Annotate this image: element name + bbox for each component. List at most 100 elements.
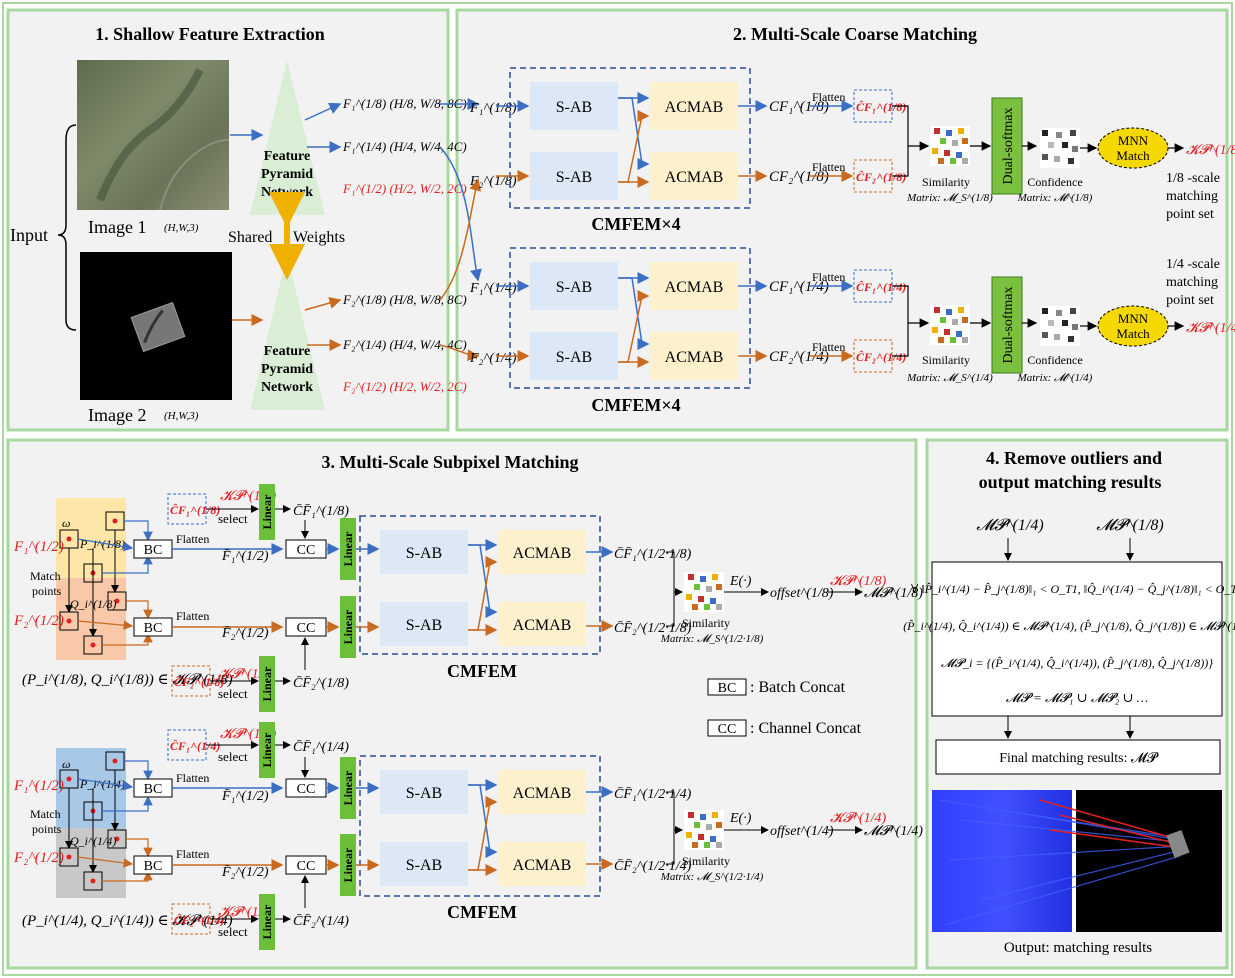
shared-label: Shared xyxy=(228,229,272,246)
image-1-dims: (H,W,3) xyxy=(164,222,199,234)
cf2-eighth: CF₂^(1/8) xyxy=(769,169,829,185)
sub-cmfem-label-2: CMFEM xyxy=(447,902,517,922)
p4-final-results: Final matching results: 𝓜𝓟 xyxy=(999,751,1158,766)
sub-kp-eighth-out: 𝓚𝓟^(1/8) xyxy=(830,574,887,589)
cc-2: CC xyxy=(297,621,316,636)
p4-output-caption: Output: matching results xyxy=(1004,940,1152,956)
coarse-input-f2-eighth: F₂^(1/8) xyxy=(469,174,517,189)
linear-3: Linear xyxy=(341,531,355,566)
coarse-input-f2-quarter: F₂^(1/4) xyxy=(469,351,517,366)
panel-4-title-line2: output matching results xyxy=(979,472,1162,492)
sub-flatten-3: Flatten xyxy=(176,771,209,785)
scale-quarter-line3: point set xyxy=(1166,293,1214,308)
sub-similarity-icon-2 xyxy=(684,810,724,850)
linear-6: Linear xyxy=(260,904,274,939)
sub-ccf2-eighth: ĈF₂^(1/8) xyxy=(174,675,224,689)
sub-out1-eighth: C̄F̄₁^(1/2·1/8) xyxy=(614,547,692,562)
input-brace xyxy=(57,124,77,331)
bc-1: BC xyxy=(144,543,163,558)
confidence-matrix-label-2: Matrix: 𝓜^(1/4) xyxy=(1017,372,1093,384)
p4-equation-2: (P̂_i^(1/4), Q̂_i^(1/4)) ∈ 𝓜𝓟^(1/4), (P̂… xyxy=(903,619,1235,633)
bc-2: BC xyxy=(144,621,163,636)
similarity-matrix-icon-2 xyxy=(930,305,970,345)
fbar1-label-1: F̄₁^(1/2) xyxy=(221,549,269,564)
sub-out2-quarter: C̄F̄₂^(1/2·1/4) xyxy=(614,859,692,874)
legend-cc-text: : Channel Concat xyxy=(750,720,862,737)
acmab-2: ACMAB xyxy=(665,169,724,186)
select-4: select xyxy=(218,924,248,939)
sub-similarity-label-2: Similarity xyxy=(682,854,730,868)
linear-1: Linear xyxy=(260,494,274,529)
fpn-bottom-line1: Feature xyxy=(264,344,310,359)
similarity-matrix-label-2: Matrix: 𝓜_S^(1/4) xyxy=(906,372,993,384)
scale-eighth-line2: matching xyxy=(1166,189,1218,204)
legend-bc-box: BC xyxy=(718,681,737,696)
bc-3: BC xyxy=(144,782,163,797)
f1-half-label: F₁^(1/2) (H/2, W/2, 2C) xyxy=(342,181,467,196)
confidence-matrix-icon-2 xyxy=(1040,306,1080,346)
ccf2-quarter: ĈF₂^(1/4) xyxy=(856,350,906,364)
scale-eighth-line3: point set xyxy=(1166,207,1214,222)
mp-eighth-out: 𝓜𝓟^(1/8) xyxy=(864,586,923,601)
subpixel-branch-eighth xyxy=(56,498,127,660)
panel-4-title-line1: 4. Remove outliers and xyxy=(986,448,1162,468)
p-i-quarter-label: P_i^(1/4) xyxy=(79,777,125,791)
ccf2-eighth: ĈF₂^(1/8) xyxy=(856,170,906,184)
p4-mp-eighth: 𝓜𝓟^(1/8) xyxy=(1096,517,1163,534)
pair-quarter-label: (P_i^(1/4), Q_i^(1/4)) ∈ 𝓚𝓟^(1/4) xyxy=(22,913,233,929)
image-1-label: Image 1 xyxy=(88,217,146,237)
sub-out1-quarter: C̄F̄₁^(1/2·1/4) xyxy=(614,787,692,802)
sub-flatten-1: Flatten xyxy=(176,532,209,546)
mp-quarter-out: 𝓜𝓟^(1/4) xyxy=(864,824,923,839)
sub-f1-half-1: F₁^(1/2) xyxy=(13,539,64,555)
mnn-2-line1: MNN xyxy=(1118,311,1149,326)
dual-softmax-1: Dual-softmax xyxy=(1001,108,1016,185)
panel-3-title: 3. Multi-Scale Subpixel Matching xyxy=(321,452,578,472)
sub-cmfem-quarter: S-AB S-AB ACMAB ACMAB xyxy=(356,755,601,897)
fpn-top xyxy=(250,60,325,215)
dual-softmax-2: Dual-softmax xyxy=(1001,287,1016,364)
sub-f2-half-1: F₂^(1/2) xyxy=(13,613,64,629)
fpn-top-line1: Feature xyxy=(264,149,310,164)
fpn-top-line3: Network xyxy=(261,185,313,200)
similarity-matrix-icon-1 xyxy=(930,126,970,166)
fpn-bottom-line3: Network xyxy=(261,380,313,395)
similarity-label-1: Similarity xyxy=(922,175,970,189)
fpn-bottom-line2: Pyramid xyxy=(261,362,313,377)
omega-1: ω xyxy=(62,516,70,530)
cc-3: CC xyxy=(297,782,316,797)
sub-cmfem-label-1: CMFEM xyxy=(447,661,517,681)
panel-3 xyxy=(6,438,918,970)
f2-half-label: F₂^(1/2) (H/2, W/2, 2C) xyxy=(342,379,467,394)
linear-7: Linear xyxy=(341,770,355,805)
f2-eighth-label: F₂^(1/8) (H/8, W/8, 8C) xyxy=(342,292,467,307)
cmfem-x4-label-1: CMFEM×4 xyxy=(591,214,680,234)
confidence-label-1: Confidence xyxy=(1027,175,1082,189)
weights-label: Weights xyxy=(293,229,345,246)
sub-kp-quarter-out: 𝓚𝓟^(1/4) xyxy=(830,811,887,826)
match-points-1-line1: Match xyxy=(30,569,61,583)
input-label: Input xyxy=(10,225,48,245)
flatten-3: Flatten xyxy=(812,270,845,284)
sub-out2-eighth: C̄F̄₂^(1/2·1/8) xyxy=(614,621,692,636)
mnn-1-line1: MNN xyxy=(1118,133,1149,148)
cf1-quarter: CF₁^(1/4) xyxy=(769,279,829,295)
p-i-eighth-label: P_i^(1/8) xyxy=(79,537,125,551)
acmab-3: ACMAB xyxy=(665,279,724,296)
linear-4: Linear xyxy=(341,609,355,644)
bc-4: BC xyxy=(144,859,163,874)
flatten-4: Flatten xyxy=(812,340,845,354)
sub-sab-3: S-AB xyxy=(406,785,442,802)
cfbar2-eighth-select: C̄F̄₂^(1/8) xyxy=(293,676,349,691)
q-i-eighth-label: Q_i^(1/8) xyxy=(70,597,116,611)
similarity-label-2: Similarity xyxy=(922,353,970,367)
linear-8: Linear xyxy=(341,847,355,882)
sab-2: S-AB xyxy=(556,169,592,186)
sub-similarity-matrix-1: Matrix: 𝓜_S^(1/2·1/8) xyxy=(660,633,764,645)
ccf1-quarter: ĈF₁^(1/4) xyxy=(856,280,906,294)
image-1-satellite xyxy=(77,60,229,210)
flatten-1: Flatten xyxy=(812,90,845,104)
select-1: select xyxy=(218,511,248,526)
similarity-matrix-label-1: Matrix: 𝓜_S^(1/8) xyxy=(906,192,993,204)
